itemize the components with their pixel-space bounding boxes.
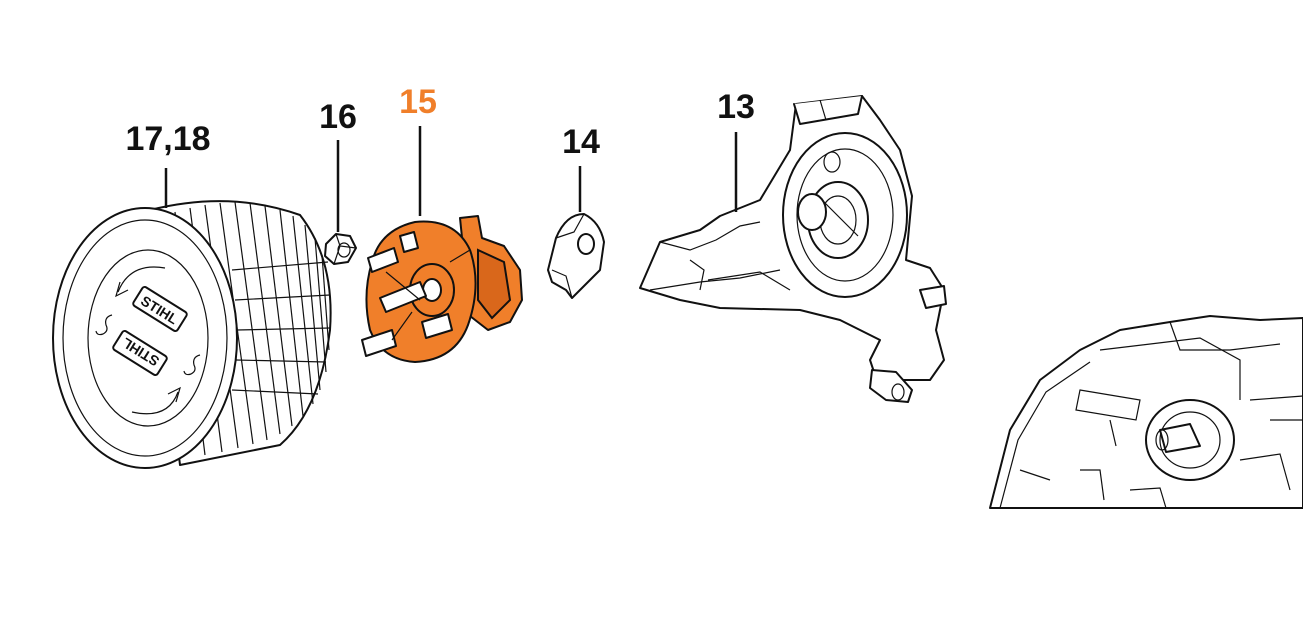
callout-17-18[interactable]: 17,18 xyxy=(125,120,210,158)
callout-16[interactable]: 16 xyxy=(319,98,357,136)
leader-lines xyxy=(164,126,738,232)
part-14-bracket[interactable] xyxy=(547,213,605,299)
callout-13[interactable]: 13 xyxy=(717,88,755,126)
engine-block-partial xyxy=(989,315,1303,509)
callout-15[interactable]: 15 xyxy=(399,83,437,121)
part-15-clutch-carrier[interactable] xyxy=(361,215,523,363)
part-16-nut[interactable] xyxy=(324,233,357,265)
callout-14[interactable]: 14 xyxy=(562,123,600,161)
part-17-18-drum[interactable]: STIHL STIHL xyxy=(52,200,332,469)
part-13-housing[interactable] xyxy=(639,95,947,403)
